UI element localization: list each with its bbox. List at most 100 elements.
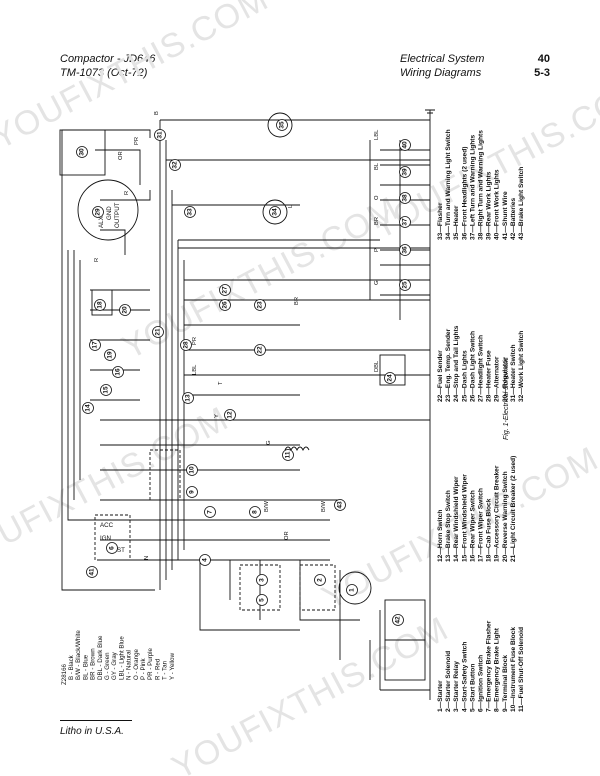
color-code-entry: T - Tan: [162, 660, 169, 680]
wire-label-b: B: [154, 111, 160, 115]
callout-number: 3: [259, 578, 266, 582]
callout-circle: [399, 244, 411, 256]
legend-entry: 24—Stop and Tail Lights: [453, 325, 460, 402]
wire-label-n: N: [144, 556, 150, 560]
legend-entry: 18—Cab Fuse Block: [486, 498, 493, 562]
footer-litho: Litho in U.S.A.: [60, 726, 124, 737]
legend-entry: 41—Shunt Wire: [502, 191, 509, 240]
legend-entry: 6—Ignition Switch: [478, 655, 485, 712]
regulator-box: [59, 129, 106, 176]
starter-relay-box: [239, 564, 281, 611]
callout-number: 6: [109, 546, 116, 550]
legend-entry: 33—Flasher: [437, 202, 444, 240]
legend-entry: 39—Rear Work Lights: [486, 171, 493, 240]
legend-entry: 23—Eng. Temp. Sender: [445, 328, 452, 402]
legend-entry: 19—Accessory Circuit Breaker: [494, 465, 501, 562]
legend-entry: 43—Brake Light Switch: [518, 167, 525, 240]
callout-circle: [256, 574, 268, 586]
legend-entry: 29—Alternator: [494, 356, 501, 402]
legend-entry: 20—Reverse Warning Switch: [502, 471, 509, 562]
stop-tail-light-box: [379, 354, 406, 386]
callout-circle: [346, 584, 358, 596]
callout-circle: [399, 279, 411, 291]
callout-circle: [82, 402, 94, 414]
legend-entry: 8—Emergency Brake Light: [494, 627, 501, 712]
legend-entry: 26—Dash Light Switch: [469, 331, 476, 402]
manual-number: TM-1073 (Oct-72): [60, 67, 148, 79]
legend-entry: 16—Rear Wiper Switch: [469, 490, 476, 562]
legend-entry: 28—Heater Fuse: [486, 350, 493, 402]
callout-number: 1: [349, 588, 356, 592]
starter-solenoid-box: [299, 564, 336, 611]
wire-labels: B PR OR R LBL BL O BR P G BR DBL T Y G B…: [94, 111, 380, 560]
color-code-entry: BL - Blue: [82, 654, 89, 680]
color-code-entry: N - Natural: [126, 650, 133, 680]
wire-label-pr2: PR: [192, 337, 198, 345]
callout-number: 16: [115, 368, 122, 376]
wire-label-o: O: [374, 195, 380, 200]
wire-label-br2: BR: [294, 297, 300, 305]
callout-number: 37: [402, 218, 409, 226]
legend-entry: 3—Starter Relay: [453, 661, 460, 712]
callout-number: 18: [97, 301, 104, 309]
wire-label-r2: R: [94, 258, 100, 262]
watermark-1: YOUFIXTHIS.COM: [0, 0, 275, 157]
page-number: 40: [537, 53, 550, 65]
callout-circle: [282, 449, 294, 461]
callout-number: 11: [285, 451, 292, 458]
legend-entry: 10—Instrument Fuse Block: [510, 627, 517, 712]
color-code-entry: R - Red: [154, 658, 161, 680]
callout-circle: [100, 384, 112, 396]
callout-number: 43: [337, 501, 344, 509]
color-code-entry: PR - Purple: [147, 647, 154, 680]
callout-circle: [399, 139, 411, 151]
color-code-entry: DBL - Dark Blue: [97, 635, 104, 680]
callout-circle: [104, 349, 116, 361]
callout-number: 29: [95, 208, 102, 216]
fuel-shutoff-coil: [284, 446, 310, 452]
callout-circle: [219, 284, 231, 296]
legend-entry: 37—Left Turn and Warning Lights: [469, 135, 476, 240]
callout-circle: [86, 566, 98, 578]
wire-label-or2: OR: [284, 531, 290, 540]
callout-circle: [180, 339, 192, 351]
callout-circle: [186, 486, 198, 498]
callout-circle: [89, 339, 101, 351]
color-code-entry: BR - Brown: [90, 648, 97, 680]
legend-entry: 31—Heater Switch: [510, 344, 517, 402]
callout-circle: [219, 299, 231, 311]
callout-circle: [94, 299, 106, 311]
callout-number: 24: [387, 374, 394, 382]
legend-entry: 17—Front Wiper Switch: [478, 488, 485, 562]
callout-circle: [399, 166, 411, 178]
legend-entry: 35—Heater: [453, 205, 460, 240]
callout-circle: [399, 192, 411, 204]
callout-circle: [249, 506, 261, 518]
callout-number: 10: [189, 466, 196, 474]
wire-label-y: Y: [214, 414, 220, 418]
legend-entry: 30—Regulator: [502, 357, 509, 402]
wire-label-bl: BL: [374, 162, 380, 170]
callout-number: 33: [187, 208, 194, 216]
legend-entry: 32—Work Light Switch: [518, 331, 525, 402]
callout-number: 26: [222, 301, 229, 309]
callout-circle: [224, 409, 236, 421]
callout-circle: [169, 159, 181, 171]
ignition-st-label: ST: [117, 547, 125, 554]
callout-circle: [154, 129, 166, 141]
callout-number: 25: [402, 281, 409, 289]
wire-label-l: L: [288, 204, 294, 208]
heater-symbol: [267, 112, 293, 138]
ground-symbol: [425, 109, 435, 114]
footer-rule: [60, 720, 132, 721]
legend-entry: 9—Terminal Block: [502, 655, 509, 712]
callout-number: 35: [279, 121, 286, 129]
battery-box-2: [384, 639, 426, 681]
callout-number: 21: [155, 328, 162, 336]
